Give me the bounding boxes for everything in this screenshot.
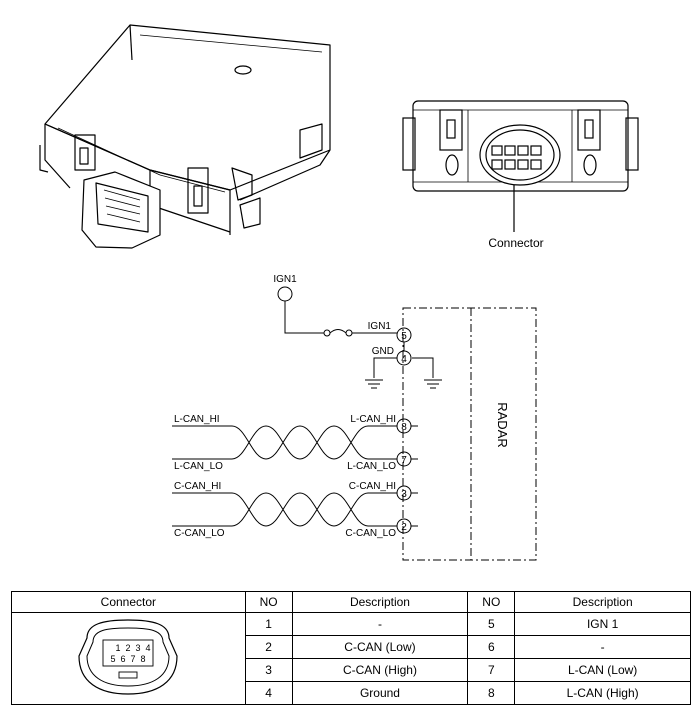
pin-number: 2 (401, 522, 407, 533)
pin-signal-label: C-CAN_LO (345, 528, 396, 539)
table-row: 3 C-CAN (High) 7 L-CAN (Low) (12, 658, 691, 682)
pin-description-cell: C-CAN (High) (291, 658, 469, 682)
bus-line-label: C-CAN_HI (174, 481, 221, 492)
header-connector: Connector (11, 591, 246, 613)
connector-pin-label: 3 (136, 643, 141, 653)
radar-module-boundary (402, 307, 537, 561)
pin-number-cell: 1 (244, 612, 293, 636)
connector-face-cell: 1 2 3 4 5 6 7 8 (11, 612, 246, 705)
connector-pin-label: 7 (131, 654, 136, 664)
sensor-front-view (402, 100, 639, 232)
pin-signal-label: L-CAN_HI (350, 414, 396, 425)
table-header-row: Connector NO Description NO Description (11, 591, 691, 613)
pin-signal-label: L-CAN_LO (347, 461, 396, 472)
l-can-lo-wire (172, 425, 397, 460)
pin-description-cell: L-CAN (High) (514, 681, 691, 705)
l-can-hi-wire (172, 425, 397, 460)
bus-line-label: L-CAN_HI (174, 414, 220, 425)
pin-number-cell: 5 (467, 612, 516, 636)
radar-module-label: RADAR (495, 402, 510, 448)
wiring-schematic (172, 286, 537, 561)
pin-number: 4 (401, 354, 407, 365)
pin-description-cell: C-CAN (Low) (291, 635, 469, 659)
pin-description-cell: IGN 1 (514, 612, 691, 636)
pin-description-cell: L-CAN (Low) (514, 658, 691, 682)
ign-wire (284, 301, 324, 334)
pin-description-table: Connector NO Description NO Description … (11, 591, 691, 705)
pin-description-cell: - (514, 635, 691, 659)
header-no: NO (244, 591, 293, 613)
fuse-terminal-right (345, 329, 353, 337)
pin-number-cell: 2 (244, 635, 293, 659)
pin-number-cell: 8 (467, 681, 516, 705)
connector-pin-label: 2 (126, 643, 131, 653)
connector-face-diagram: 1 2 3 4 5 6 7 8 (78, 619, 178, 695)
pin-description-cell: Ground (291, 681, 469, 705)
sensor-isometric-view (39, 24, 331, 249)
connector-pin-label: 5 (111, 654, 116, 664)
bus-line-label: L-CAN_LO (174, 461, 223, 472)
connector-pin-label: 1 (116, 643, 121, 653)
pin-number-cell: 3 (244, 658, 293, 682)
pin-number-cell: 4 (244, 681, 293, 705)
c-can-lo-wire (172, 492, 397, 527)
pin-number: 8 (401, 422, 407, 433)
pin-description-cell: - (291, 612, 469, 636)
pin-signal-label: IGN1 (368, 321, 392, 332)
table-row: 4 Ground 8 L-CAN (High) (12, 681, 691, 705)
table-row: 1 2 3 4 5 6 7 8 1 - 5 IGN 1 (11, 612, 691, 705)
fuse-terminal-left (323, 329, 331, 337)
pin-number-cell: 6 (467, 635, 516, 659)
pin-number-cell: 7 (467, 658, 516, 682)
ground-symbol (365, 379, 383, 389)
fuse-symbol (329, 329, 347, 334)
header-no: NO (467, 591, 516, 613)
c-can-hi-wire (172, 492, 397, 527)
connector-pin-label: 6 (121, 654, 126, 664)
bus-line-label: C-CAN_LO (174, 528, 225, 539)
pin-number: 5 (401, 331, 407, 342)
pin-number: 3 (401, 489, 407, 500)
connector-pin-label: 8 (141, 654, 146, 664)
ground-symbol (424, 379, 442, 389)
connector-callout-label: Connector (488, 236, 543, 250)
connector-pin-label: 4 (146, 643, 151, 653)
header-description: Description (514, 591, 691, 613)
header-description: Description (291, 591, 469, 613)
pin-number: 7 (401, 455, 407, 466)
pin-signal-label: GND (372, 346, 394, 357)
power-source-symbol (277, 286, 293, 302)
power-source-label: IGN1 (273, 274, 297, 285)
pin-signal-label: C-CAN_HI (349, 481, 396, 492)
